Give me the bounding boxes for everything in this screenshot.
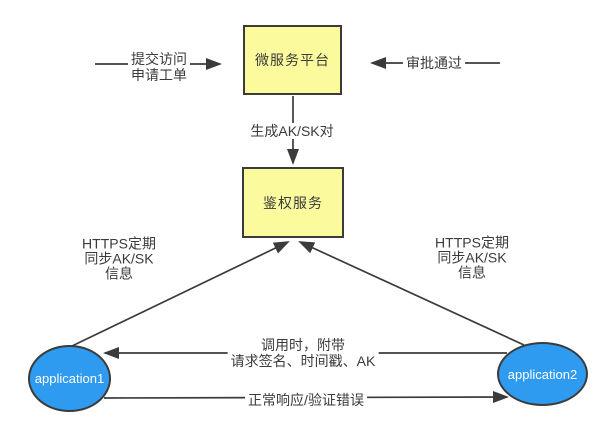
edge-label-sync-left: HTTPS定期 同步AK/SK 信息: [82, 235, 156, 282]
edge-label-submit: 提交访问 申请工单: [128, 51, 190, 83]
edge-label-sync-right: HTTPS定期 同步AK/SK 信息: [435, 234, 509, 281]
node-application2-label: application2: [507, 366, 578, 382]
sync-left-arrow-line: [71, 241, 290, 347]
node-auth-service: 鉴权服务: [242, 167, 344, 238]
edge-label-call: 调用时，附带 请求签名、时间戳、AK: [227, 337, 379, 369]
node-application1-label: application1: [34, 371, 105, 386]
edge-label-response: 正常响应/验证错误: [245, 392, 367, 408]
edge-label-generate: 生成AK/SK对: [247, 123, 337, 139]
node-auth-service-label: 鉴权服务: [263, 194, 323, 211]
node-microservice-platform: 微服务平台: [243, 25, 342, 95]
node-application2: application2: [497, 342, 588, 406]
node-microservice-platform-label: 微服务平台: [255, 52, 330, 68]
edge-label-approve: 审批通过: [403, 55, 465, 71]
sync-right-arrow-line: [298, 241, 525, 346]
node-application1: application1: [28, 345, 111, 412]
